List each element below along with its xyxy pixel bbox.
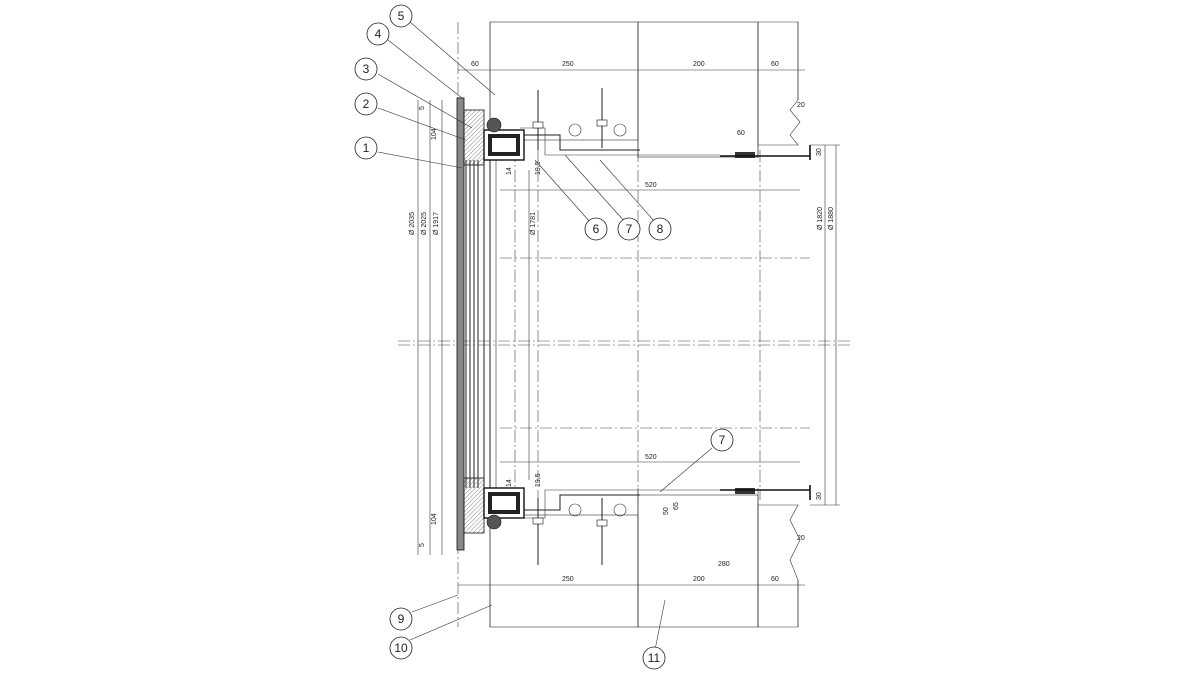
dim-dia-1820: Ø 1820	[817, 207, 824, 230]
callout-4: 4	[366, 22, 390, 46]
dim-bottom-50: 50	[663, 507, 670, 515]
dim-dia-2025: Ø 2025	[421, 212, 428, 235]
dim-bottom-30: 30	[816, 492, 823, 500]
svg-text:5: 5	[398, 9, 405, 23]
svg-text:11: 11	[648, 651, 661, 665]
masonry-layer-bottom	[757, 504, 801, 628]
dim-top-200: 200	[693, 61, 705, 68]
block-wall-bottom	[637, 494, 759, 628]
dimension-labels: 60 250 200 60 20 60 30 520 5 104 Ø 2035 …	[409, 61, 835, 583]
callout-leaders	[377, 21, 713, 651]
svg-text:7: 7	[626, 222, 633, 236]
insulation-top	[489, 21, 639, 141]
dim-top-30: 30	[816, 148, 823, 156]
dim-bottom-195: 19,5	[535, 473, 542, 487]
dim-bottom-280: 280	[718, 561, 730, 568]
callout-5: 5	[389, 4, 413, 28]
dim-bottom-65: 65	[673, 502, 680, 510]
dim-dia-1880: Ø 1880	[828, 207, 835, 230]
callout-7-bottom: 7	[710, 428, 734, 452]
svg-text:3: 3	[363, 62, 370, 76]
dim-bottom-5: 5	[419, 543, 426, 547]
dim-left-104: 104	[431, 128, 438, 140]
dim-bottom-520: 520	[645, 454, 657, 461]
dim-left-5: 5	[419, 106, 426, 110]
dim-dia-1917: Ø 1917	[433, 212, 440, 235]
dimension-lines	[417, 69, 840, 586]
dim-dia-1781: Ø 1781	[530, 212, 537, 235]
dim-top-60: 60	[471, 61, 479, 68]
callout-9: 9	[389, 607, 413, 631]
callout-6: 6	[584, 217, 608, 241]
dim-bottom-20: 20	[797, 535, 805, 542]
callout-10: 10	[389, 636, 413, 660]
dim-top-250: 250	[562, 61, 574, 68]
insulation-bottom	[489, 514, 639, 628]
dim-bottom-60: 60	[771, 576, 779, 583]
svg-text:8: 8	[657, 222, 664, 236]
callout-11: 11	[642, 646, 666, 670]
dim-top-60-right: 60	[771, 61, 779, 68]
svg-text:10: 10	[394, 641, 408, 655]
opening-void	[498, 158, 810, 488]
dim-bottom-104: 104	[431, 513, 438, 525]
dim-top-60-inner: 60	[737, 130, 745, 137]
glazing-frame	[456, 88, 811, 565]
svg-text:2: 2	[363, 97, 370, 111]
frame-outer-panel	[456, 97, 465, 551]
dim-small-14: 14	[506, 167, 513, 175]
callout-7-top: 7	[617, 217, 641, 241]
callout-bubbles: 1 2 3 4 5 6 7 8	[354, 4, 734, 670]
callout-1: 1	[354, 136, 378, 160]
dim-small-195: 19,5	[535, 161, 542, 175]
svg-text:6: 6	[593, 222, 600, 236]
callout-2: 2	[354, 92, 378, 116]
svg-text:1: 1	[363, 141, 370, 155]
callout-3: 3	[354, 57, 378, 81]
masonry-layer-top	[757, 21, 801, 146]
svg-text:4: 4	[375, 27, 382, 41]
dim-bottom-14: 14	[506, 479, 513, 487]
dim-top-20: 20	[797, 102, 805, 109]
dim-bottom-250: 250	[562, 576, 574, 583]
svg-text:9: 9	[398, 612, 405, 626]
dim-top-520: 520	[645, 182, 657, 189]
frame-bottom-block	[463, 477, 485, 534]
dim-bottom-200: 200	[693, 576, 705, 583]
dim-dia-2035: Ø 2035	[409, 212, 416, 235]
svg-text:7: 7	[719, 433, 726, 447]
callout-8: 8	[648, 217, 672, 241]
frame-top-block	[463, 109, 485, 166]
